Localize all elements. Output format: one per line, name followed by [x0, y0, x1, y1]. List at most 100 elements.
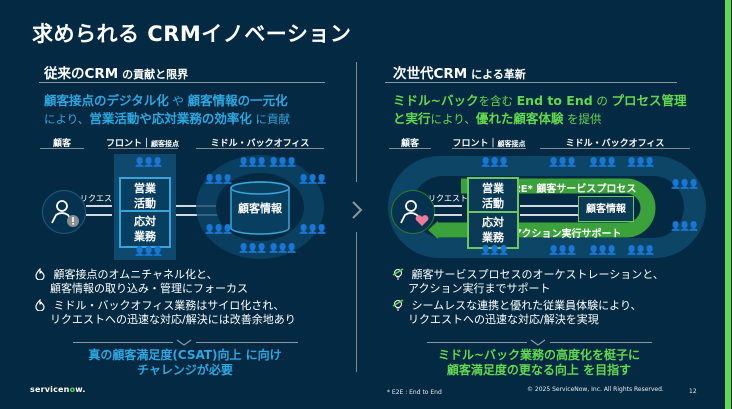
left-heading-main: 従来のCRM	[44, 66, 119, 82]
staff-group-icon: 👤👤👤	[298, 225, 328, 235]
right-lead-1c: End to End	[516, 93, 593, 108]
left-heading: 従来のCRM の貢献と限界	[44, 62, 188, 82]
left-col-back: ミドル・バックオフィス	[210, 139, 310, 149]
right-to-db-arrow	[520, 205, 578, 207]
right-lead-2c: 優れた顧客体験	[475, 111, 564, 126]
left-customer-icon	[42, 190, 86, 234]
right-heading-sub: による革新	[467, 68, 526, 81]
logo-part-3: w.	[75, 385, 86, 394]
logo-part-1: servicen	[30, 385, 70, 394]
left-bullet-2-line-2: リクエストへの迅速な対応/解決には改善余地あり	[50, 313, 296, 326]
right-conclusion-line-2: 顧客満足度の更なる向上 を目指す	[446, 363, 632, 377]
left-conclusion: 真の顧客満足度(CSAT)向上 に向け チャレンジが必要	[60, 348, 310, 378]
right-action-label: アクション実行サポート	[512, 229, 622, 240]
left-conclusion-line-1: 真の顧客満足度(CSAT)向上 に向け	[88, 348, 282, 362]
person-alert-icon	[51, 200, 79, 227]
staff-group-icon: 👤👤👤	[626, 246, 656, 256]
left-col-back-rule	[196, 148, 324, 149]
left-heading-rule	[39, 82, 325, 83]
staff-group-icon: 👤👤👤	[670, 180, 700, 190]
left-conclusion-rule-right	[196, 342, 298, 343]
slide-title: 求められる CRMイノベーション	[32, 22, 352, 46]
right-heading-main: 次世代CRM	[393, 66, 468, 82]
right-lead-1b: を含む	[478, 94, 517, 108]
staff-group-icon: 👤👤👤	[268, 244, 298, 254]
left-lead-1a: 顧客接点のデジタル化	[44, 93, 169, 108]
left-heading-sub: の貢献と限界	[118, 68, 189, 81]
staff-group-icon: 👤👤👤	[204, 225, 234, 235]
right-heading: 次世代CRM による革新	[393, 62, 526, 82]
right-response-arrow	[434, 214, 462, 216]
left-box-sales: 営業 活動	[119, 177, 171, 215]
right-request-label: リクエスト	[428, 194, 468, 203]
left-conclusion-line-2: チャレンジが必要	[137, 363, 233, 377]
right-conclusion: ミドル~バック業務の高度化を梃子に 顧客満足度の更なる向上 を目指す	[414, 348, 664, 378]
right-bullet-2-line-1: シームレスな連携と優れた従業員体験により、	[411, 299, 642, 312]
left-col-customer-rule	[40, 148, 84, 149]
logo-part-2: o	[69, 385, 76, 394]
right-bullet-1-line-1: 顧客サービスプロセスのオーケストレーションと、	[411, 268, 664, 281]
left-db-label: 顧客情報	[238, 202, 282, 215]
panel-divider-bottom	[356, 232, 357, 372]
fire-icon	[35, 268, 45, 280]
footnote: * E2E : End to End	[387, 389, 442, 396]
left-bullet-2: ミドル・バックオフィス業務はサイロ化され、 リクエストへの迅速な対応/解決には改…	[34, 299, 296, 327]
right-box-sales-1: 営業	[482, 182, 504, 195]
right-col-customer: 顧客	[400, 139, 419, 149]
right-lead: ミドル~バックを含む End to End の プロセス管理 と実行により、優れ…	[393, 92, 687, 128]
right-col-back: ミドル・バックオフィス	[565, 139, 665, 149]
right-box-support-2: 業務	[482, 231, 504, 244]
left-lead-1c: 顧客情報の一元化	[187, 93, 288, 108]
staff-group-icon: 👤👤👤	[548, 246, 578, 256]
lightbulb-check-icon	[392, 299, 404, 311]
right-request-arrow	[434, 205, 462, 207]
person-heart-icon	[400, 200, 429, 226]
right-lead-1d: の	[592, 94, 612, 108]
left-col-front-rule	[108, 148, 178, 149]
right-conclusion-line-1: ミドル~バック業務の高度化を梃子に	[437, 348, 641, 362]
right-box-sales-2: 活動	[482, 197, 504, 210]
right-box-sales: 営業 活動	[467, 177, 519, 215]
right-col-front: フロント｜顧客接点	[452, 136, 526, 149]
staff-group-icon: 👤👤👤	[670, 222, 700, 232]
staff-group-icon: 👤👤👤	[548, 158, 578, 168]
right-from-db-arrow	[520, 214, 578, 216]
left-bullet-2-line-1: ミドル・バックオフィス業務はサイロ化され、	[53, 299, 285, 312]
left-box-support-2: 業務	[134, 230, 156, 243]
right-heading-rule	[385, 82, 677, 83]
left-box-support: 応対 業務	[119, 210, 171, 248]
staff-group-icon: 👤👤👤	[588, 158, 618, 168]
left-bullet-1: 顧客接点のオムニチャネル化と、 顧客情報の取り込み・管理にフォーカス	[34, 268, 248, 296]
right-col-front-sub: 顧客接点	[497, 140, 526, 148]
left-box-sales-1: 営業	[134, 182, 156, 195]
copyright: © 2025 ServiceNow, Inc. All Rights Reser…	[527, 386, 664, 393]
panel-divider-top	[356, 62, 357, 182]
staff-group-icon: 👤👤👤	[134, 247, 164, 257]
right-lead-2d: を提供	[563, 112, 602, 126]
left-conclusion-rule-left	[73, 342, 173, 343]
left-lead-2c: に貢献	[251, 112, 290, 126]
right-lead-2b: により、	[430, 112, 476, 126]
left-box-sales-2: 活動	[134, 197, 156, 210]
staff-group-icon: 👤👤👤	[298, 175, 328, 185]
chevron-right-icon[interactable]	[350, 200, 364, 220]
staff-group-icon: 👤👤👤	[626, 158, 656, 168]
left-lead-1b: や	[168, 94, 188, 108]
right-customer-icon	[391, 190, 435, 234]
left-response-arrow	[86, 214, 112, 216]
left-request-arrow	[86, 205, 112, 207]
staff-group-icon: 👤👤👤	[268, 158, 298, 168]
fire-icon	[35, 299, 45, 311]
staff-group-icon: 👤👤👤	[480, 246, 510, 256]
left-bullet-1-line-2: 顧客情報の取り込み・管理にフォーカス	[50, 282, 248, 295]
right-box-support: 応対 業務	[467, 211, 519, 249]
left-lead: 顧客接点のデジタル化 や 顧客情報の一元化 により、営業活動や応対業務の効率化 …	[44, 92, 290, 128]
right-lead-1e: プロセス管理	[611, 93, 687, 108]
right-box-support-1: 応対	[482, 216, 504, 229]
right-db-label: 顧客情報	[586, 203, 626, 215]
page-number: 12	[689, 388, 697, 395]
staff-group-icon: 👤👤👤	[238, 158, 268, 168]
right-bullet-2: シームレスな連携と優れた従業員体験により、 リクエストへの迅速な対応/解決を実現	[392, 299, 642, 327]
right-db-box: 顧客情報	[578, 196, 634, 222]
right-lead-1a: ミドル~バック	[393, 93, 479, 108]
